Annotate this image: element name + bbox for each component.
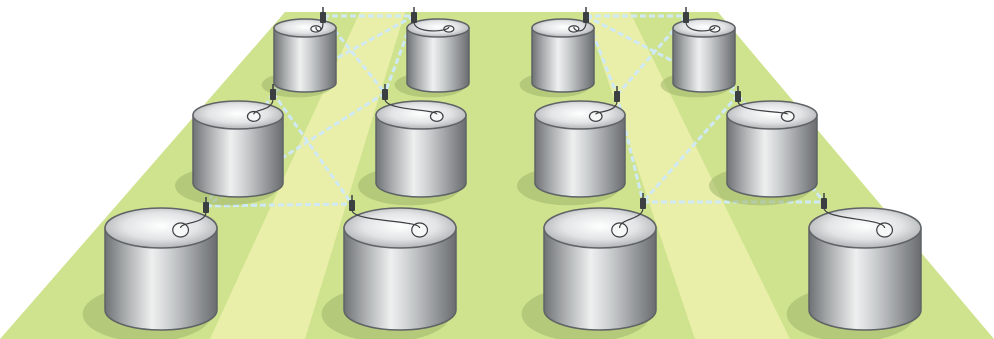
sensor-cable <box>619 207 644 229</box>
tank-gauge-hatch <box>411 222 429 238</box>
tank-body <box>726 114 818 198</box>
ground-stripe <box>585 12 790 339</box>
tank-roof <box>808 207 922 249</box>
wireless-sensor-icon <box>640 198 646 209</box>
sensor-cable <box>315 21 324 32</box>
storage-tank-icon <box>82 207 218 339</box>
tank-gauge-hatch <box>588 110 603 122</box>
tank-gauge-hatch <box>876 222 894 238</box>
wireless-sensor-icon <box>320 12 326 23</box>
tank-roof <box>543 207 657 249</box>
tank-body <box>531 27 595 93</box>
tank-body <box>534 114 626 198</box>
storage-tank-icon <box>660 18 736 98</box>
storage-tank-icon <box>175 100 284 206</box>
wireless-link <box>271 92 354 205</box>
tank-gauge-hatch <box>611 222 629 238</box>
tank-roof <box>531 18 595 38</box>
storage-tank-icon <box>394 18 470 98</box>
wireless-sensor-icon <box>735 91 741 102</box>
sensor-cable <box>573 21 587 32</box>
tank-roof <box>192 100 284 130</box>
wireless-sensor-icon <box>349 200 355 211</box>
storage-tank-icon <box>321 207 457 339</box>
sensor-cable <box>595 100 618 115</box>
tank-roof <box>726 100 818 130</box>
wireless-sensor-icon <box>382 89 388 100</box>
sensor-cable <box>351 209 421 229</box>
tank-roof <box>534 100 626 130</box>
sensor-cable <box>413 21 450 32</box>
tank-body <box>104 227 218 331</box>
wireless-link <box>641 94 740 203</box>
storage-tank-icon <box>358 100 467 206</box>
wireless-sensor-icon <box>411 12 417 23</box>
storage-tank-icon <box>521 207 657 339</box>
tank-gauge-hatch <box>443 25 455 33</box>
storage-tank-icon <box>709 100 818 206</box>
tank-body <box>543 227 657 331</box>
tank-gauge-hatch <box>246 110 261 122</box>
tank-roof <box>273 18 337 38</box>
storage-tank-icon <box>261 18 337 98</box>
tank-roof <box>104 207 218 249</box>
tank-body <box>273 27 337 93</box>
tank-body <box>406 27 470 93</box>
tank-gauge-hatch <box>709 25 721 33</box>
tank-body <box>192 114 284 198</box>
tank-gauge-hatch <box>172 222 190 238</box>
wireless-link <box>205 202 353 208</box>
wireless-sensor-icon <box>821 198 827 209</box>
tank-roof <box>343 207 457 249</box>
tank-gauge-hatch <box>780 110 795 122</box>
tank-roof <box>406 18 470 38</box>
wireless-sensor-icon <box>583 12 589 23</box>
wireless-sensor-icon <box>203 202 209 213</box>
tanks-layer <box>82 7 922 339</box>
wireless-sensor-icon <box>614 91 620 102</box>
wireless-link <box>585 14 739 97</box>
sensor-cable <box>384 98 438 115</box>
storage-tank-icon <box>517 100 626 206</box>
wireless-sensor-icon <box>683 12 689 23</box>
wireless-link <box>321 15 387 94</box>
tank-body <box>343 227 457 331</box>
sensor-cable <box>685 21 716 32</box>
storage-tank-icon <box>519 18 595 98</box>
tank-gauge-hatch <box>429 110 444 122</box>
ground-stripe <box>210 12 405 339</box>
sensor-cable <box>737 100 789 115</box>
sensor-cable <box>823 207 886 229</box>
tank-body <box>808 227 922 331</box>
storage-tank-icon <box>786 207 922 339</box>
tank-body <box>672 27 736 93</box>
sensor-cable <box>180 211 207 229</box>
wireless-sensor-icon <box>270 89 276 100</box>
sensor-cable <box>253 98 274 115</box>
tank-roof <box>375 100 467 130</box>
tank-body <box>375 114 467 198</box>
tank-roof <box>672 18 736 38</box>
